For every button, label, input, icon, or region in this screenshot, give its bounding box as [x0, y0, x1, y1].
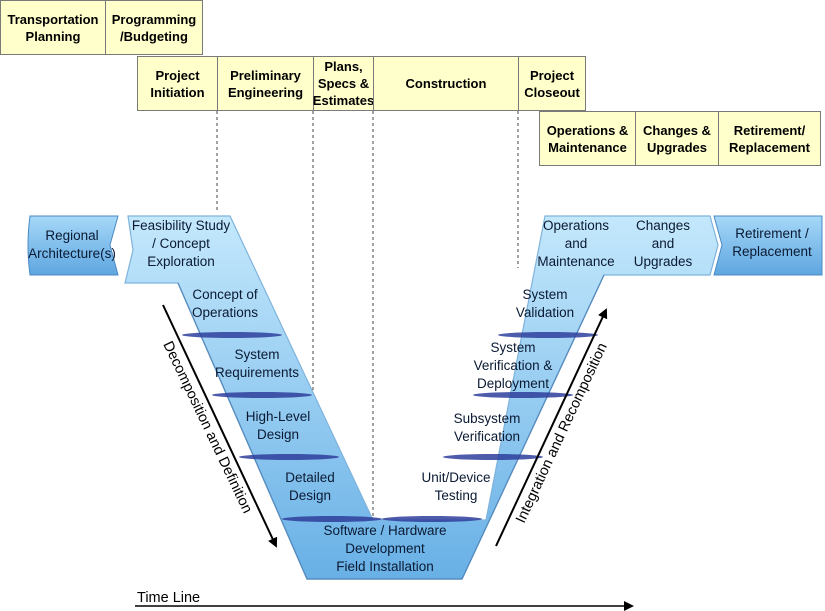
divider-left-1 — [182, 332, 282, 338]
phase-operations-maintenance: Operations & Maintenance — [539, 111, 636, 166]
timeline-label: Time Line — [137, 590, 200, 606]
regional-architecture-box — [27, 215, 119, 276]
divider-left-4 — [282, 516, 382, 522]
divider-right-2 — [443, 454, 543, 460]
retirement-replacement-label: Retirement /Replacement — [732, 226, 812, 259]
phase-construction: Construction — [373, 56, 519, 111]
v-outline — [177, 274, 605, 580]
phase-plans-specs-estimates: Plans, Specs & Estimates — [313, 56, 374, 111]
phase-preliminary-engineering: Preliminary Engineering — [217, 56, 314, 111]
integration-arrow — [495, 308, 608, 547]
phase-guides — [216, 111, 519, 520]
stage-dividers — [182, 332, 598, 522]
divider-right-3 — [473, 392, 573, 398]
phase-transportation-planning: Transportation Planning — [0, 0, 106, 55]
phase-retirement-replacement: Retirement/ Replacement — [718, 111, 821, 166]
phase-project-initiation: Project Initiation — [137, 56, 218, 111]
divider-left-3 — [239, 454, 339, 460]
phase-changes-upgrades: Changes & Upgrades — [635, 111, 719, 166]
divider-left-2 — [212, 392, 312, 398]
phase-programming-budgeting: Programming /Budgeting — [105, 0, 203, 55]
divider-right-4 — [498, 332, 598, 338]
phase-project-closeout: Project Closeout — [518, 56, 586, 111]
decomposition-arrow — [162, 304, 278, 548]
divider-right-1 — [382, 516, 482, 522]
retirement-replacement-box — [713, 215, 823, 276]
